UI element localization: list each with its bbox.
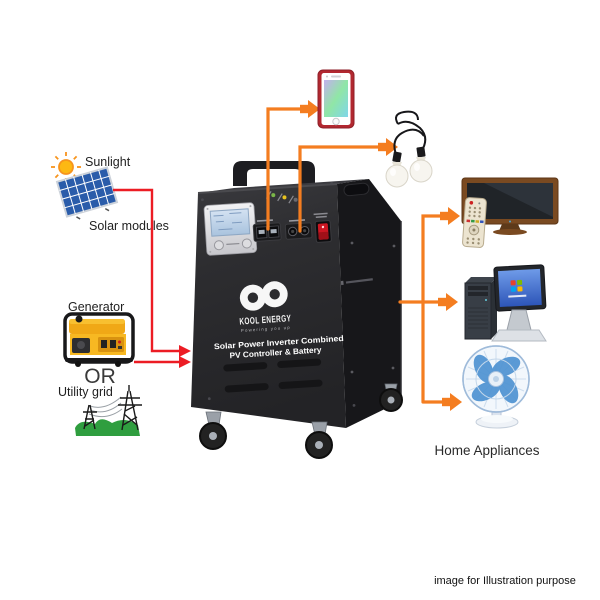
wheel-front-left	[199, 411, 227, 450]
caster-wheels	[199, 383, 403, 459]
tv-icon	[461, 177, 559, 235]
generator-label: Generator	[68, 300, 124, 314]
wire-ac-branch	[421, 214, 448, 404]
control-panel-plate	[203, 202, 258, 256]
brand-tagline: Powering you up	[241, 325, 291, 333]
input-arrow-generator-grid	[134, 356, 191, 368]
generator-icon	[63, 312, 135, 367]
footer-note: image for Illustration purpose	[434, 575, 576, 587]
plug-arrow-computer	[438, 293, 458, 311]
plug-arrow-tv	[440, 207, 460, 225]
desktop-computer-icon	[464, 264, 547, 342]
side-tagline-mark	[340, 278, 373, 286]
sun-icon	[51, 152, 81, 182]
plug-arrow-fan	[442, 393, 462, 411]
wire-dc-to-bulbs	[298, 145, 382, 233]
wheel-rear-right	[379, 383, 403, 412]
side-screws	[350, 241, 396, 374]
smartphone-icon	[317, 69, 355, 129]
output-plugs	[300, 100, 462, 411]
outputs-column: Home Appliances	[317, 69, 559, 458]
inputs-column: Sunlight Solar modules Generator	[51, 152, 191, 436]
led-bulbs-icon	[385, 110, 433, 188]
sunlight-label: Sunlight	[85, 155, 131, 169]
table-fan-icon	[462, 345, 530, 429]
utility-grid-icon	[75, 385, 142, 436]
infinity-logo-icon	[239, 281, 288, 311]
solar-panel-icon	[55, 166, 119, 220]
output-wires	[266, 107, 448, 404]
front-screws	[201, 181, 356, 407]
wheel-front-right	[305, 421, 333, 459]
remote-icon	[462, 197, 487, 248]
carry-handle	[233, 161, 315, 186]
lcd-display	[209, 208, 251, 237]
home-appliances-label: Home Appliances	[434, 443, 539, 458]
brand-name: KOOL ENERGY	[239, 313, 292, 327]
utility-grid-label: Utility grid	[58, 385, 113, 399]
input-arrow-solar	[113, 188, 191, 357]
wire-usb-to-phone	[266, 107, 304, 231]
plug-arrow-phone	[300, 100, 320, 118]
plug-arrow-bulbs	[378, 138, 398, 156]
solar-modules-label: Solar modules	[89, 219, 169, 233]
or-label: OR	[84, 365, 116, 388]
windows-logo-icon	[508, 279, 527, 298]
panel-button-left	[213, 240, 224, 251]
device-side	[337, 179, 401, 428]
power-switch	[313, 212, 332, 243]
inverter-device: KOOL ENERGY Powering you up Solar Power …	[191, 161, 403, 459]
ventilation-slots	[223, 358, 323, 393]
side-handle-slot	[343, 182, 370, 197]
panel-button-right	[241, 238, 252, 249]
